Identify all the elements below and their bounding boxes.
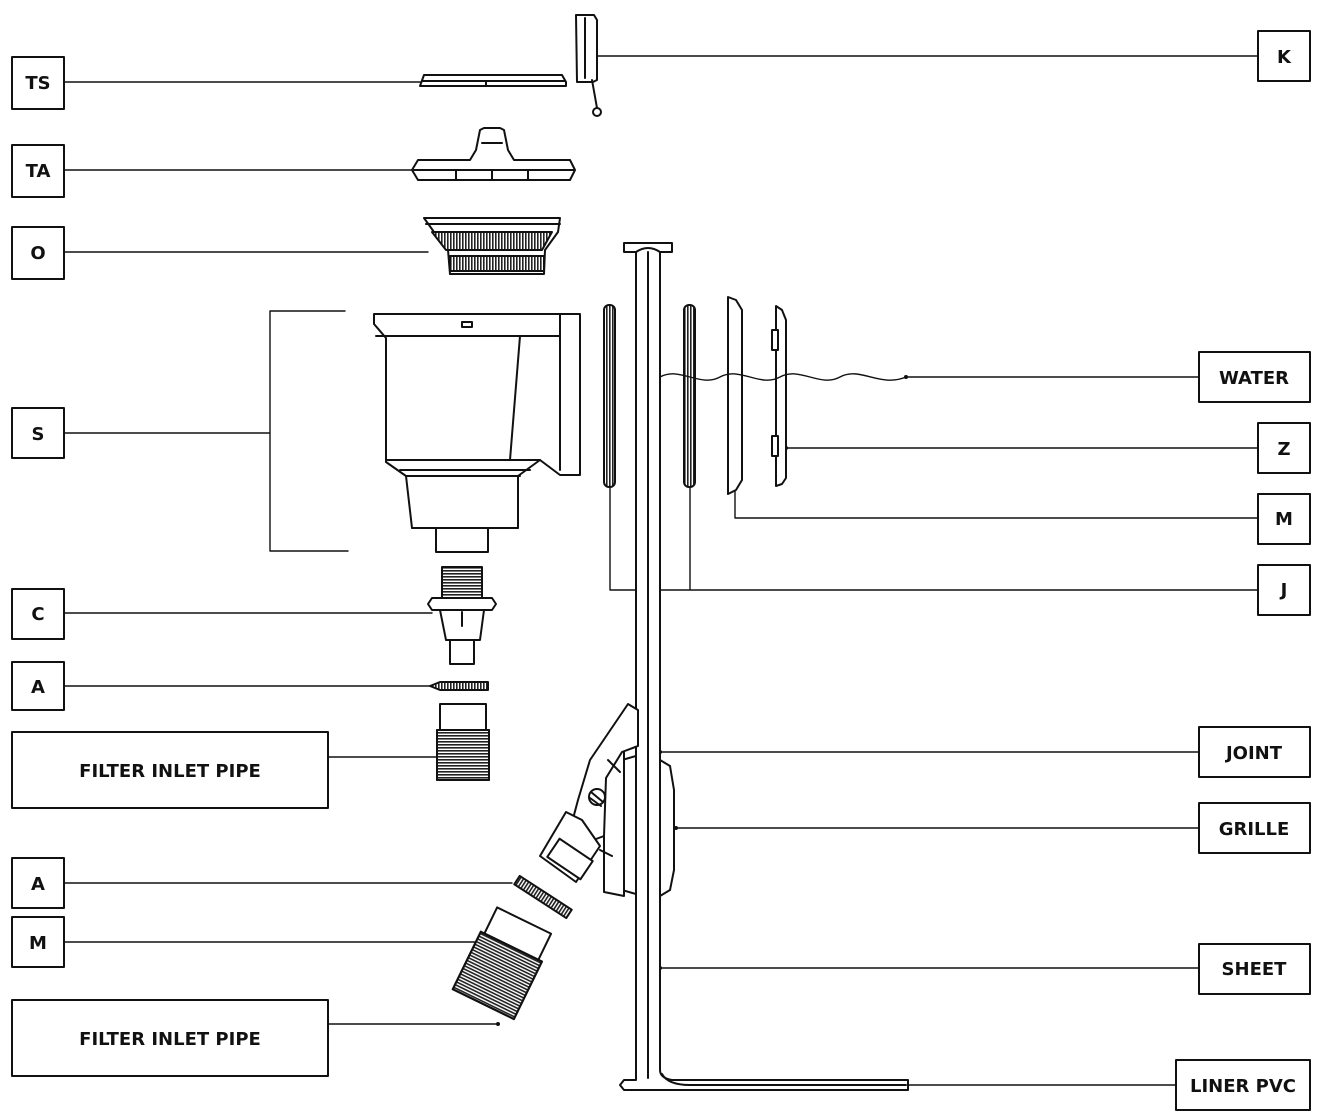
label-a-2 <box>11 857 65 909</box>
label-a1-text: A <box>31 677 45 698</box>
lid-ts <box>419 74 567 87</box>
label-joint-text: JOINT <box>1224 743 1283 764</box>
elbow-fitting <box>539 703 639 883</box>
label-ts <box>11 56 65 110</box>
label-liner-pvc <box>1175 1059 1311 1111</box>
label-liner-text: LINER PVC <box>1190 1076 1296 1097</box>
label-s-text: S <box>32 424 45 445</box>
label-k <box>1257 30 1311 82</box>
faceplate-z <box>771 305 787 487</box>
label-m-2 <box>11 916 65 968</box>
wall-sheet <box>619 242 909 1091</box>
label-a2-text: A <box>31 874 45 895</box>
label-m <box>1257 493 1311 545</box>
label-c-text: C <box>31 604 44 625</box>
label-z <box>1257 422 1311 474</box>
label-inlet2-text: FILTER INLET PIPE <box>79 1029 261 1050</box>
label-m2-text: M <box>29 933 47 954</box>
label-j-text: J <box>1279 580 1288 601</box>
cover-ta <box>411 127 576 181</box>
label-water <box>1198 351 1311 403</box>
label-filter-inlet-pipe-1 <box>11 731 329 809</box>
water-line <box>659 373 907 381</box>
handle-k <box>575 14 602 117</box>
label-ta-text: TA <box>26 161 51 182</box>
basket-o <box>423 217 561 275</box>
plate-m <box>727 296 743 495</box>
label-ts-text: TS <box>25 73 50 94</box>
label-m-text: M <box>1275 509 1293 530</box>
label-sheet-text: SHEET <box>1222 959 1288 980</box>
joint-grille <box>603 747 675 897</box>
leader-lines <box>63 55 1259 1086</box>
label-grille-text: GRILLE <box>1219 819 1290 840</box>
label-z-text: Z <box>1277 439 1290 460</box>
filter-inlet-pipe-1 <box>436 703 490 781</box>
label-c <box>11 588 65 640</box>
label-inlet1-text: FILTER INLET PIPE <box>79 761 261 782</box>
filter-inlet-pipe-2 <box>451 906 553 1021</box>
connector-c <box>427 566 497 665</box>
label-k-text: K <box>1277 47 1292 68</box>
label-filter-inlet-pipe-2 <box>11 999 329 1077</box>
label-sheet <box>1198 943 1311 995</box>
screw-a-2 <box>513 874 573 920</box>
label-water-text: WATER <box>1219 368 1289 389</box>
label-ta <box>11 144 65 198</box>
label-a-1 <box>11 661 65 711</box>
skimmer-body-s <box>373 313 581 553</box>
screw-a-1 <box>429 681 489 691</box>
label-o <box>11 226 65 280</box>
gaskets-j <box>603 304 696 488</box>
label-o-text: O <box>30 243 45 264</box>
